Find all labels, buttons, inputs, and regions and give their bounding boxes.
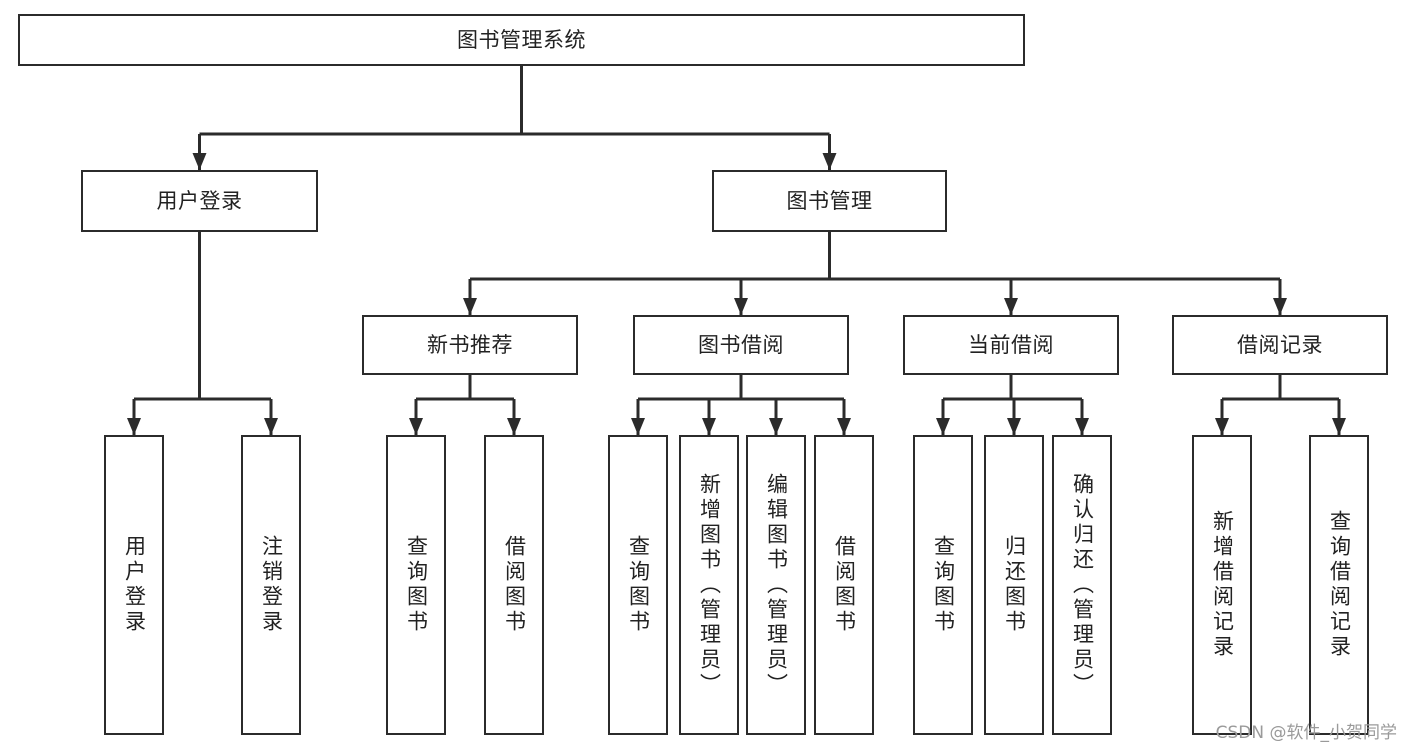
node-label: 确认归还（管理员） [1070, 472, 1095, 698]
node-leaf-borrow-book-2[interactable]: 借阅图书 [814, 435, 874, 735]
node-user-login[interactable]: 用户登录 [81, 170, 318, 232]
arrowhead [702, 418, 716, 435]
node-book-borrow[interactable]: 图书借阅 [633, 315, 849, 375]
node-label: 查询图书 [404, 535, 429, 635]
arrowhead [734, 298, 748, 315]
node-leaf-add-book[interactable]: 新增图书（管理员） [679, 435, 739, 735]
node-leaf-edit-book[interactable]: 编辑图书（管理员） [746, 435, 806, 735]
node-label: 注销登录 [259, 535, 284, 635]
arrowhead [631, 418, 645, 435]
node-label: 图书借阅 [698, 332, 784, 357]
node-label: 新增借阅记录 [1210, 510, 1235, 660]
node-label: 新增图书（管理员） [697, 472, 722, 698]
arrowhead [264, 418, 278, 435]
node-leaf-borrow-book-1[interactable]: 借阅图书 [484, 435, 544, 735]
arrowhead [127, 418, 141, 435]
node-label: 查询图书 [931, 535, 956, 635]
node-leaf-query-book-1[interactable]: 查询图书 [386, 435, 446, 735]
node-leaf-user-login[interactable]: 用户登录 [104, 435, 164, 735]
arrowhead [822, 153, 837, 170]
arrowhead [936, 418, 950, 435]
node-label: 借阅图书 [832, 535, 857, 635]
arrowhead [507, 418, 521, 435]
node-label: 用户登录 [122, 535, 147, 635]
node-label: 图书管理 [786, 188, 873, 213]
arrowhead [1273, 298, 1287, 315]
node-borrow-record[interactable]: 借阅记录 [1172, 315, 1388, 375]
arrowhead [1004, 298, 1018, 315]
node-label: 查询图书 [626, 535, 651, 635]
node-leaf-query-record[interactable]: 查询借阅记录 [1309, 435, 1369, 735]
node-label: 借阅记录 [1237, 332, 1323, 357]
node-leaf-query-book-2[interactable]: 查询图书 [608, 435, 668, 735]
node-new-book-rec[interactable]: 新书推荐 [362, 315, 578, 375]
arrowhead [409, 418, 423, 435]
arrowhead [1075, 418, 1089, 435]
node-leaf-query-book-3[interactable]: 查询图书 [913, 435, 973, 735]
node-label: 归还图书 [1002, 535, 1027, 635]
node-leaf-add-record[interactable]: 新增借阅记录 [1192, 435, 1252, 735]
node-label: 当前借阅 [968, 332, 1054, 357]
node-leaf-return-book[interactable]: 归还图书 [984, 435, 1044, 735]
arrowhead [1007, 418, 1021, 435]
arrowhead [1215, 418, 1229, 435]
node-leaf-user-logout[interactable]: 注销登录 [241, 435, 301, 735]
arrowhead [463, 298, 477, 315]
watermark-text: CSDN @软件_小贺同学 [1215, 723, 1397, 743]
node-label: 借阅图书 [502, 535, 527, 635]
node-label: 用户登录 [156, 188, 243, 213]
node-label: 查询借阅记录 [1327, 510, 1352, 660]
node-label: 新书推荐 [427, 332, 513, 357]
node-book-manage[interactable]: 图书管理 [712, 170, 947, 232]
node-label: 编辑图书（管理员） [764, 472, 789, 698]
arrowhead [837, 418, 851, 435]
node-current-borrow[interactable]: 当前借阅 [903, 315, 1119, 375]
arrowhead [1332, 418, 1346, 435]
node-leaf-confirm-return[interactable]: 确认归还（管理员） [1052, 435, 1112, 735]
node-label: 图书管理系统 [457, 27, 586, 52]
arrowhead [192, 153, 207, 170]
node-root[interactable]: 图书管理系统 [18, 14, 1025, 66]
arrowhead [769, 418, 783, 435]
